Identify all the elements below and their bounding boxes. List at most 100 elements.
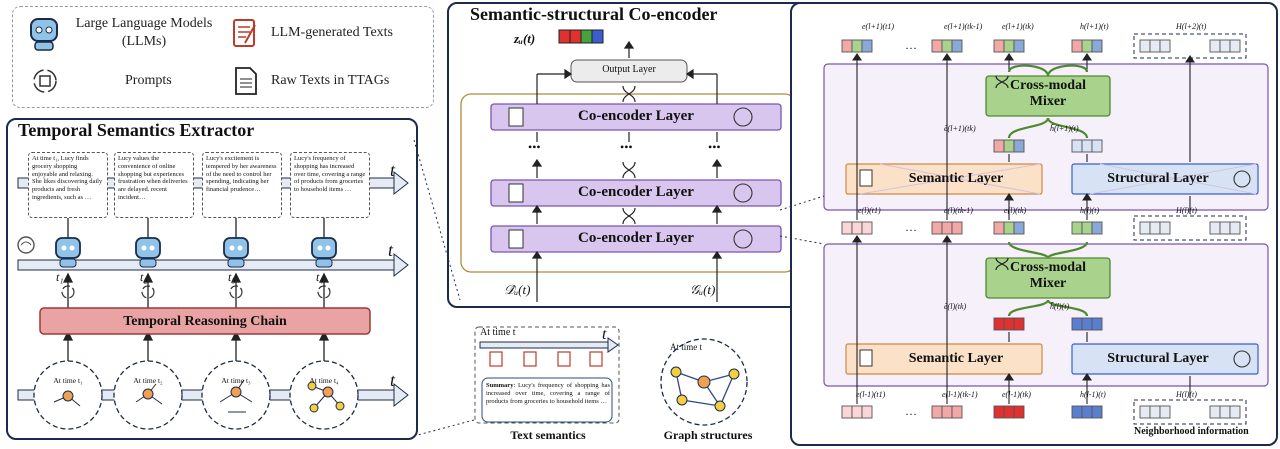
graph-label-4: At time t₄: [309, 376, 339, 385]
snippet-1: At time t₁, Lucy finds grocery shopping …: [28, 152, 108, 218]
detail-arrows: [851, 53, 1196, 404]
snippet-2: Lucy values the convenience of online sh…: [114, 152, 194, 218]
text-at-time-label: At time t: [480, 327, 516, 338]
lower-mixer-line1: Cross-modal: [1010, 260, 1086, 275]
snippet-3: Lucy's excitement is tempered by her awa…: [202, 152, 282, 218]
top-label-4: h(l+1)(t): [1080, 22, 1109, 31]
coencoder-canvas: [460, 29, 796, 302]
graph-layer-icons: [733, 107, 753, 249]
legend-raw-label: Raw Texts in TTAGs: [271, 73, 390, 88]
legend-prompts-label: Prompts: [125, 73, 172, 88]
bot-label-4: h(l-1)(t): [1080, 390, 1106, 399]
time-label-4: t₄: [316, 270, 324, 284]
top-label-5: H(l+2)(t): [1176, 22, 1207, 31]
graph-label-3: At time t₃: [221, 376, 251, 385]
bottom-row-ellipsis: …: [905, 404, 917, 418]
bot-label-3: e(l-1)(tk): [1002, 390, 1031, 399]
snippet-4: Lucy's frequency of shopping has increas…: [290, 152, 370, 218]
lower-semantic-box: [845, 343, 1043, 375]
graph-at-time-label: At time t: [670, 342, 702, 352]
dots-right: •••: [708, 140, 721, 154]
semantic-doc-icons: [859, 169, 873, 367]
mid-row-ellipsis: …: [905, 220, 917, 234]
coencoder-title: Semantic-structural Co-encoder: [470, 4, 718, 24]
llm-robot-icon: [30, 18, 58, 51]
upper-mixer-line1: Cross-modal: [1010, 78, 1086, 93]
coencoder-layer-bottom: [490, 225, 782, 253]
mid-label-4: h(l)(t): [1080, 206, 1100, 215]
bot-label-5: H(l)(t): [1176, 390, 1197, 399]
text-axis-t: t: [602, 326, 607, 343]
coencoder-layer-label-mid: Co-encoder Layer: [578, 184, 694, 200]
mid-label-5: H(l)(t): [1176, 206, 1197, 215]
temporal-chain-box: [39, 307, 371, 335]
top-row-ellipsis: …: [905, 38, 917, 52]
lower-structural-label: Structural Layer: [1107, 351, 1209, 366]
raw-text-icon: [235, 67, 257, 95]
text-input-label: 𝒟̂ᵤ(t): [504, 282, 531, 297]
graph-input-circle: [660, 338, 748, 426]
top-label-1: e(l+1)(t1): [862, 22, 895, 31]
prompt-icons: [61, 285, 331, 299]
robot-icons: [55, 237, 337, 268]
summary-text: Summary: Lucy's frequency of shopping ha…: [486, 382, 610, 406]
upper-structural-box: [1071, 163, 1259, 195]
mid-label-2: e(l)(tk-1): [944, 206, 973, 215]
legend-box: Large Language Models (LLMs) LLM-generat…: [12, 6, 434, 108]
mid-axis-t: t: [388, 240, 394, 260]
coencoder-layer-label-bottom: Co-encoder Layer: [578, 230, 694, 246]
prompt-icon: [33, 69, 57, 93]
legend-generated-label: LLM-generated Texts: [271, 25, 393, 40]
time-label-3: t₃: [228, 270, 236, 284]
dots-left: •••: [528, 140, 541, 154]
summary-head: Summary: [486, 382, 514, 389]
structural-graph-icons: [1233, 170, 1251, 368]
upper-mix-in-e: ẽ(l+1)(tk): [944, 124, 976, 133]
output-layer-box: [570, 59, 688, 83]
top-axis-t: t: [390, 160, 396, 180]
doc-layer-icons: [508, 107, 524, 249]
time-label-1: t₁: [56, 270, 64, 284]
lower-structural-box: [1071, 343, 1259, 375]
summary-body: : Lucy's frequency of shopping has incre…: [486, 382, 610, 405]
vector-rows: [841, 39, 1241, 419]
text-input-card: [474, 326, 620, 424]
temporal-chain-label: Temporal Reasoning Chain: [123, 314, 287, 329]
lower-semantic-label: Semantic Layer: [908, 351, 1004, 366]
output-z-label: zᵤ(t): [514, 31, 536, 46]
coencoder-layer-top: [490, 103, 782, 131]
legend-llm-label: Large Language Models (LLMs): [75, 16, 213, 49]
mixer-icons: [995, 75, 1009, 271]
time-label-2: t₂: [140, 270, 148, 284]
mid-label-1: e(l)(t1): [858, 206, 881, 215]
neighborhood-caption: Neighborhood information: [1134, 426, 1249, 437]
ghost-lines: [859, 163, 1257, 195]
top-label-2: e(l+1)(tk-1): [944, 22, 983, 31]
coencoder-arrows: [531, 40, 723, 302]
top-label-3: e(l+1)(tk): [1002, 22, 1034, 31]
text-semantics-caption: Text semantics: [510, 428, 586, 442]
output-vector: [558, 29, 604, 44]
mid-label-3: e(l)(tk): [1004, 206, 1027, 215]
mixer-cross-icons: [622, 161, 636, 225]
bot-label-1: e(l-1)(t1): [856, 390, 886, 399]
lower-mix-in-e: ẽ(l)(tk): [944, 302, 967, 311]
upper-mix-in-h: h̃(l+1)(t): [1050, 124, 1079, 133]
lower-mixer-line2: Mixer: [1029, 276, 1067, 291]
extractor-title: Temporal Semantics Extractor: [18, 120, 255, 140]
dots-center: •••: [620, 140, 633, 154]
coencoder-layer-label-top: Co-encoder Layer: [578, 108, 694, 124]
graph-label-1: At time t₁: [53, 376, 83, 385]
bot-label-2: e(l-1)(tk-1): [942, 390, 978, 399]
mixer-connectors: [1007, 64, 1089, 317]
middle-time-axis: [17, 252, 409, 278]
lower-mix-in-h: h̃(l)(t): [1050, 302, 1070, 311]
upper-structural-label: Structural Layer: [1107, 171, 1209, 186]
bottom-axis-t: t: [390, 370, 396, 390]
graph-label-2: At time t₂: [133, 376, 163, 385]
extractor-canvas: [17, 170, 409, 430]
detail-canvas: [823, 33, 1269, 425]
